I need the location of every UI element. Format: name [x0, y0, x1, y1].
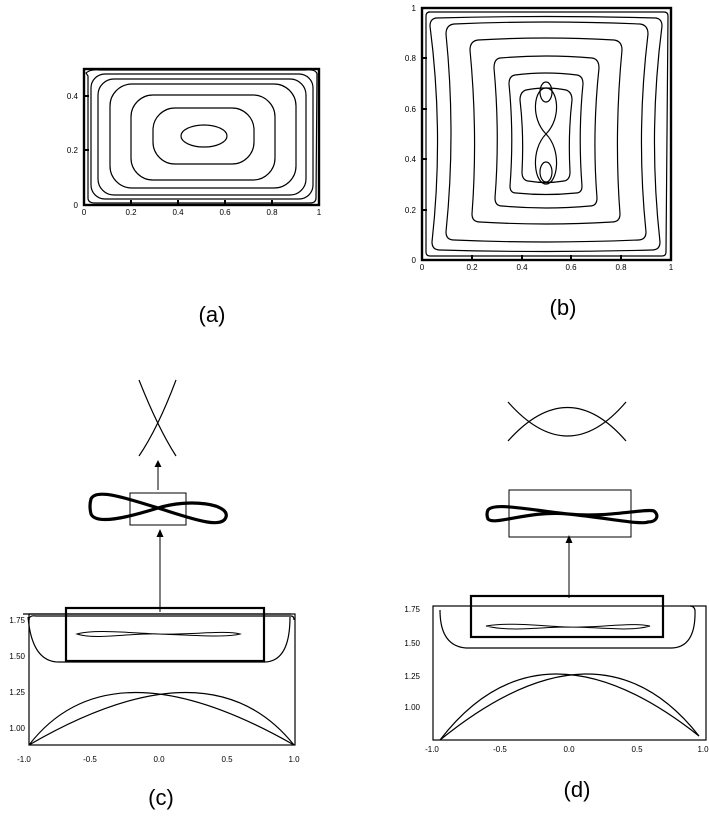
panel-b-ytick: 0.4 [405, 155, 417, 164]
panel-b-caption: (b) [550, 295, 577, 320]
panel-c-curves [23, 613, 295, 746]
panel-c: 1.75 1.50 1.25 1.00 -1.0 -0.5 0.0 0.5 1.… [9, 379, 300, 810]
panel-a-xtick: 0.4 [172, 208, 184, 217]
panel-b-ytick: 0 [412, 256, 417, 265]
panel-d-ytick: 1.25 [404, 672, 420, 681]
panel-a-ytick: 0 [74, 201, 79, 210]
panel-d-ytick: 1.75 [404, 605, 420, 614]
panel-b: 0 0.2 0.4 0.6 0.8 1 0 0.2 0.4 0.6 0.8 1 … [405, 4, 674, 320]
panel-a-ytick: 0.2 [67, 146, 79, 155]
panel-a-xtick: 0.8 [266, 208, 278, 217]
panel-d-ytick: 1.50 [404, 639, 420, 648]
panel-b-ytick: 0.6 [405, 105, 417, 114]
panel-b-ytick: 0.2 [405, 206, 417, 215]
panel-a-xtick: 1 [317, 208, 322, 217]
panel-d-highlight-box [469, 594, 665, 639]
panel-d-xtick: 0.0 [563, 745, 575, 754]
panel-d-curves [439, 605, 700, 741]
panel-c-ytick: 1.50 [9, 652, 25, 661]
panel-c-highlight-box [64, 606, 266, 663]
panel-c-xtick: 0.5 [221, 755, 233, 764]
panel-a-caption: (a) [199, 302, 226, 327]
panel-b-xtick: 0 [420, 263, 425, 272]
panel-c-zoom-crossing [138, 379, 177, 457]
panel-a-xtick: 0 [82, 208, 87, 217]
panel-b-frame [420, 6, 673, 262]
panel-c-xtick: -1.0 [17, 755, 31, 764]
panel-b-streamlines [425, 11, 669, 257]
panel-c-caption: (c) [148, 785, 174, 810]
panel-d-caption: (d) [564, 777, 591, 802]
panel-d-zoom-crossing [507, 401, 627, 442]
panel-b-ytick: 0.8 [405, 54, 417, 63]
panel-b-xtick: 0.8 [615, 263, 627, 272]
panel-c-inset-box [129, 492, 187, 526]
panel-b-xtick: 1 [669, 263, 674, 272]
panel-d-xtick: 0.5 [631, 745, 643, 754]
panel-a-streamlines [85, 69, 318, 204]
panel-c-ytick: 1.25 [9, 688, 25, 697]
panel-d: 1.75 1.50 1.25 1.00 -1.0 -0.5 0.0 0.5 1.… [404, 401, 709, 802]
panel-c-xtick: 1.0 [288, 755, 300, 764]
panel-d-frame [432, 605, 707, 741]
panel-d-xtick: -1.0 [425, 745, 439, 754]
panel-d-figure-eight [485, 504, 659, 525]
panel-d-xtick: 1.0 [697, 745, 709, 754]
panel-c-xtick: 0.0 [153, 755, 165, 764]
panel-a-frame [82, 67, 321, 207]
panel-a: 0 0.2 0.4 0 0.2 0.4 0.6 0.8 1 (a) [67, 67, 322, 327]
panel-b-xtick: 0.2 [466, 263, 478, 272]
panel-c-figure-eight [88, 492, 228, 525]
panel-c-ytick: 1.75 [9, 616, 25, 625]
panel-a-xtick: 0.2 [125, 208, 137, 217]
panel-b-ytick: 1 [412, 4, 417, 13]
panel-d-ytick: 1.00 [404, 703, 420, 712]
panel-b-xtick: 0.4 [516, 263, 528, 272]
panel-c-xtick: -0.5 [83, 755, 97, 764]
panel-a-ytick: 0.4 [67, 92, 79, 101]
panel-d-xtick: -0.5 [493, 745, 507, 754]
panel-a-xtick: 0.6 [219, 208, 231, 217]
panel-c-ytick: 1.00 [9, 724, 25, 733]
panel-b-xtick: 0.6 [565, 263, 577, 272]
